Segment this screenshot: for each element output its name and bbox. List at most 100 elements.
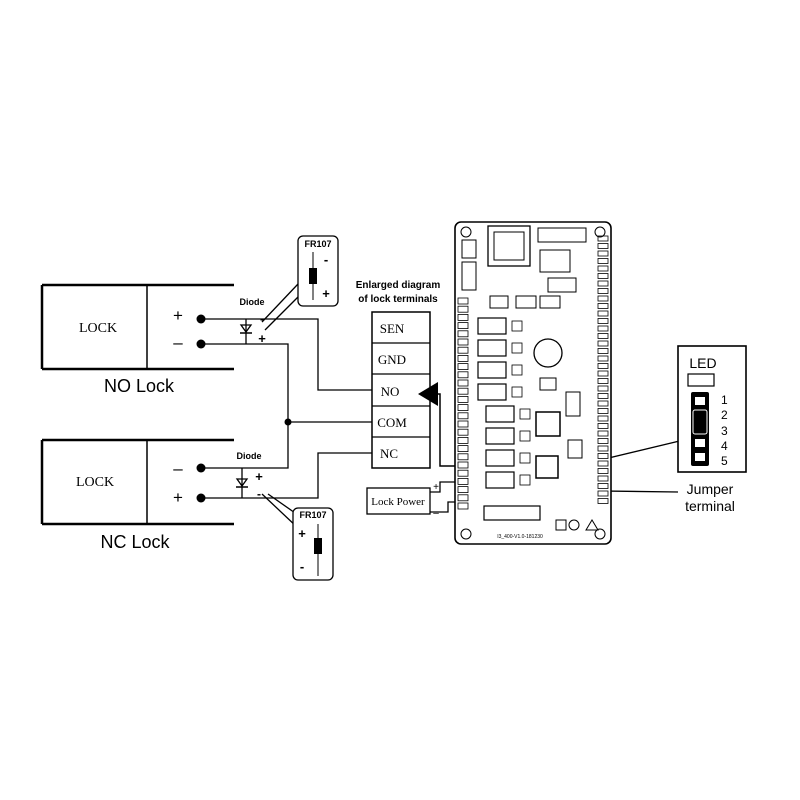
jumper-cap	[692, 409, 708, 435]
wire-lock-power-minus	[430, 501, 455, 513]
board-terminal-pin	[457, 469, 469, 477]
board-terminal-pin	[597, 408, 609, 414]
fr107-bottom-minus: -	[300, 559, 304, 574]
board-relays	[477, 317, 531, 489]
wire-com-upper	[201, 343, 372, 423]
board-terminal-pin	[457, 330, 469, 338]
jumper-caption-line1: Jumper	[687, 481, 734, 497]
board-component	[519, 452, 531, 464]
jumper-caption-line2: terminal	[685, 498, 735, 514]
board-right-terminals	[597, 235, 609, 504]
terminal-nc: NC	[380, 446, 398, 461]
enlarged-caption-line1: Enlarged diagram	[356, 280, 441, 291]
board-terminal-pin	[597, 280, 609, 287]
board-terminal-pin	[457, 305, 469, 313]
board-component	[519, 408, 531, 420]
board-terminal-pin	[457, 494, 469, 502]
board-terminal-pin	[597, 363, 609, 369]
fr107-bottom-pointer-a	[261, 493, 299, 529]
wire-no	[201, 318, 372, 391]
jumper-pin-3: 3	[721, 424, 728, 438]
board-chip-2	[535, 455, 559, 479]
wire-lock-power-plus	[430, 481, 455, 493]
fr107-top-pointer-b	[264, 296, 299, 331]
board-terminal-pin	[457, 502, 469, 510]
no-lock-box-label: LOCK	[79, 321, 117, 336]
board-relay	[477, 317, 507, 335]
wires	[201, 283, 693, 529]
jumper-callout: LED 1 2 3 4 5 Jumper terminal	[677, 345, 747, 514]
board-terminal-pin	[597, 483, 609, 489]
controller-board: I3_400-V1.0-181230	[454, 221, 612, 545]
board-terminal-pin	[457, 346, 469, 354]
nc-lock-diode: Diode + -	[235, 451, 263, 501]
jumper-pin-2: 2	[721, 408, 728, 422]
board-terminal-pin	[597, 438, 609, 444]
pointer-arrow	[418, 382, 438, 406]
board-terminal-pin	[597, 475, 609, 482]
fr107-top-diode-body	[309, 268, 317, 284]
board-terminal-pin	[597, 378, 609, 384]
board-terminal-pin	[597, 430, 609, 437]
board-terminal-pin	[597, 310, 609, 317]
terminal-no: NO	[381, 384, 400, 399]
jumper-pin-1: 1	[721, 393, 728, 407]
fr107-top-label: FR107	[304, 239, 331, 249]
no-lock-diode-plus: +	[258, 331, 266, 346]
board-component	[511, 386, 523, 398]
board-terminal-pin	[597, 340, 609, 347]
board-terminal-pin	[597, 498, 609, 504]
board-component	[511, 320, 523, 332]
board-terminal-pin	[597, 243, 609, 249]
board-left-terminals	[457, 297, 469, 510]
board-terminal-pin	[457, 477, 469, 485]
board-terminal-pin	[597, 273, 609, 279]
fr107-top-pointer-a	[261, 283, 299, 323]
board-terminal-pin	[597, 295, 609, 302]
board-terminal-pin	[597, 415, 609, 422]
board-silkscreen: I3_400-V1.0-181230	[497, 534, 543, 540]
board-terminal-pin	[457, 404, 469, 412]
fr107-top-callout: FR107 - +	[297, 235, 339, 307]
wire-nc	[201, 452, 372, 499]
lock-power-label: Lock Power	[371, 496, 425, 508]
board-terminal-pin	[597, 265, 609, 272]
board-terminal-pin	[597, 303, 609, 309]
board-terminal-pin	[597, 400, 609, 407]
board-terminal-pin	[597, 423, 609, 429]
board-component	[519, 430, 531, 442]
board-terminal-pin	[457, 428, 469, 436]
board-terminal-pin	[457, 486, 469, 494]
board-terminal-pin	[457, 379, 469, 387]
board-terminal-pin	[457, 395, 469, 403]
nc-lock-minus-sign: –	[173, 459, 183, 478]
board-terminal-pin	[597, 453, 609, 459]
jumper-box	[677, 345, 747, 473]
wire-com-lower	[201, 422, 289, 469]
pointer-arrow-line	[438, 393, 455, 467]
jumper-led	[687, 373, 715, 387]
fr107-bottom-diode-body	[314, 538, 322, 554]
no-lock: LOCK + – NO Lock	[40, 283, 234, 396]
nc-lock-diode-symbol	[235, 478, 249, 488]
lock-power-minus: –	[433, 508, 439, 519]
board-terminal-pin	[597, 370, 609, 377]
board-terminal-pin	[457, 436, 469, 444]
terminal-block: SEN GND NO COM NC	[371, 311, 431, 469]
board-terminal-pin	[457, 445, 469, 453]
board-terminal-pin	[597, 333, 609, 339]
no-lock-diode-symbol	[239, 324, 253, 334]
board-component	[511, 364, 523, 376]
fr107-top-minus: -	[324, 252, 328, 267]
board-top-connector	[487, 225, 531, 267]
enlarged-caption-line2: of lock terminals	[358, 294, 438, 305]
no-lock-minus-sign: –	[173, 333, 183, 352]
board-relay	[477, 339, 507, 357]
jumper-led-label: LED	[689, 355, 716, 371]
board-relay	[477, 361, 507, 379]
board-terminal-pin	[457, 338, 469, 346]
board-terminal-pin	[597, 385, 609, 392]
fr107-bottom-label: FR107	[299, 510, 326, 520]
nc-lock: LOCK – + NC Lock	[40, 438, 234, 552]
